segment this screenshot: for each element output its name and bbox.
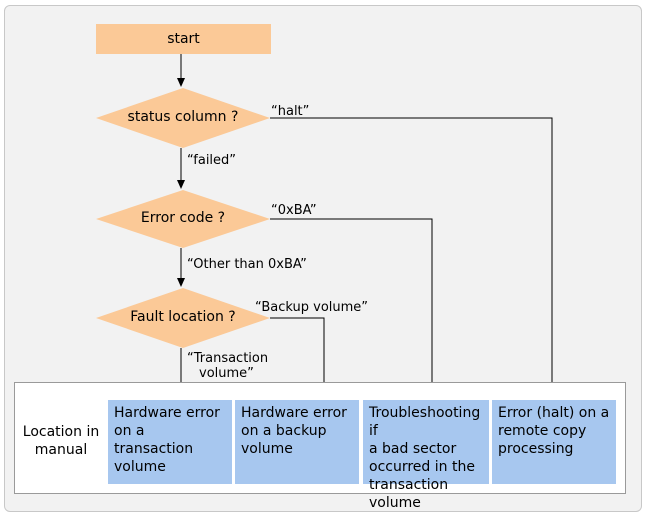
arrow-backup [270,317,328,399]
diamond-status [96,88,270,148]
diamond-error [96,190,270,248]
edge-label-failed: “failed” [187,153,237,168]
arrow-0xba [270,218,436,399]
decision-status-label: status column ? [127,109,239,125]
manual-location-label: Location in manual [22,424,100,458]
edge-label-backup: “Backup volume” [255,300,369,315]
start-node: start [96,24,271,54]
diamond-fault [96,288,270,348]
decision-error-label: Error code ? [140,210,226,226]
edge-label-halt: “halt” [271,104,310,119]
start-label: start [167,31,200,47]
result-troubleshooting-bad-sector: Troubleshooting if a bad sector occurred… [363,400,489,511]
result-hardware-error-backup: Hardware error on a backup volume [235,400,359,484]
decision-fault-label: Fault location ? [130,309,236,325]
edge-label-transaction: “Transaction volume” [187,351,269,381]
edge-label-other: “Other than 0xBA” [187,257,307,272]
edge-label-0xba: “0xBA” [271,203,317,218]
result-hardware-error-transaction: Hardware error on a transaction volume [108,400,232,484]
result-error-halt-remote-copy: Error (halt) on a remote copy processing [492,400,616,484]
arrow-halt [270,117,556,399]
